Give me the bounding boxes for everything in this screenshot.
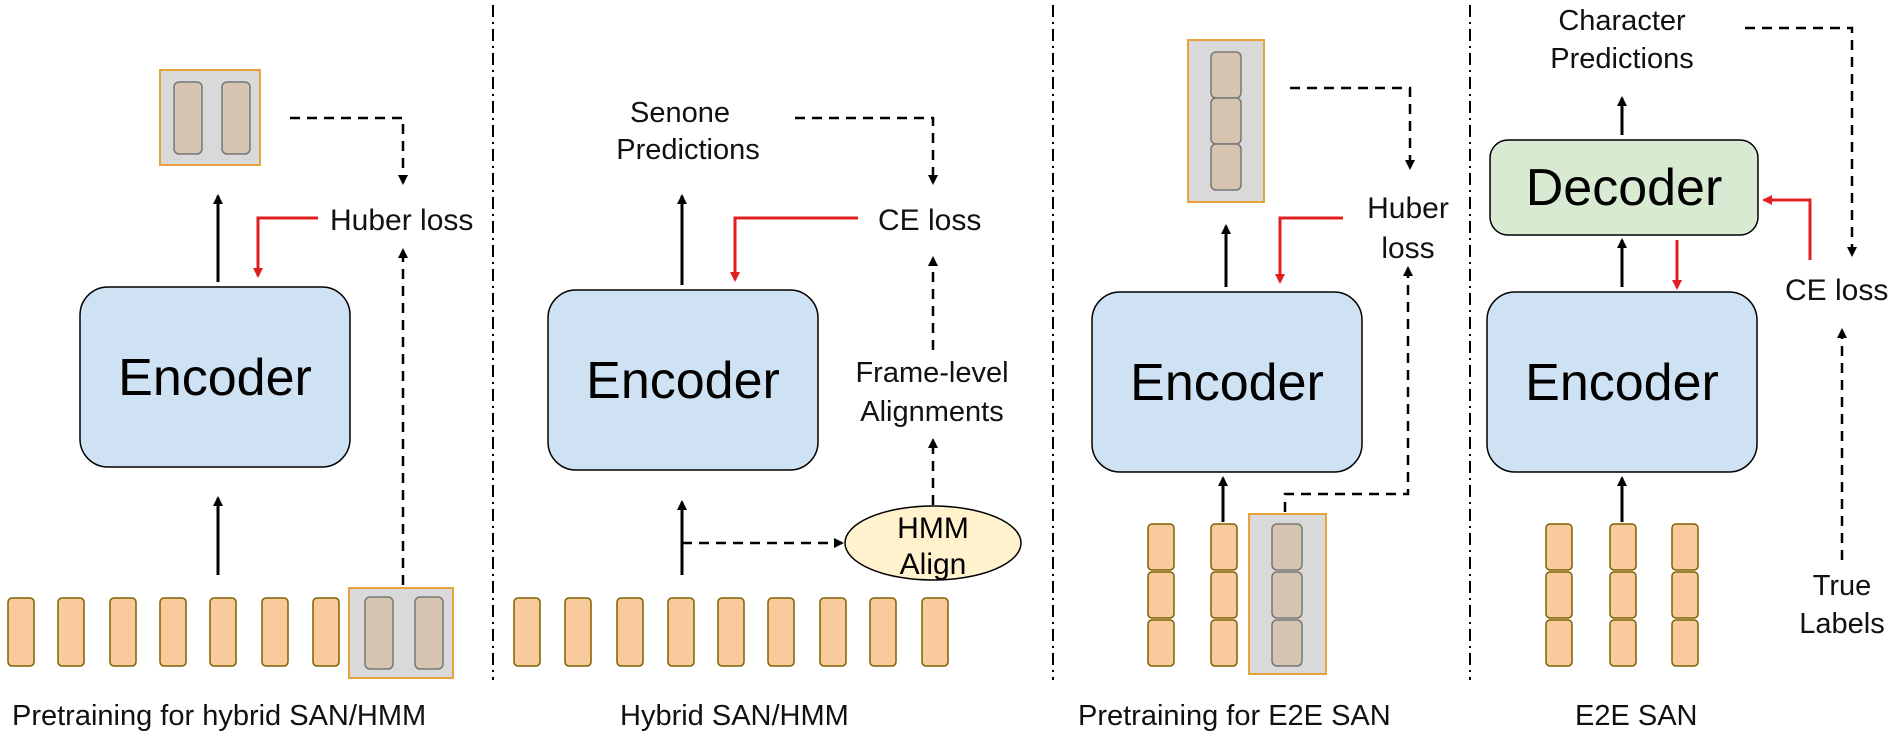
frame: [1147, 523, 1175, 571]
frame: [1147, 619, 1175, 667]
gradient-arrow: [1275, 216, 1343, 284]
masked-input-dashed-arrow: [1283, 266, 1413, 512]
encoder-box: [547, 289, 819, 471]
frame: [1545, 523, 1573, 571]
frame: [109, 597, 137, 667]
frame: [7, 597, 35, 667]
input-frames: [7, 597, 340, 667]
gradient-arrow: [253, 216, 318, 278]
loss-label-line1: Huber: [1367, 192, 1449, 225]
predictions-label-line2: Predictions: [1550, 43, 1693, 75]
frame: [667, 597, 695, 667]
labels-label-line2: Labels: [1799, 608, 1884, 640]
frame: [513, 597, 541, 667]
gradient-arrow: [1762, 195, 1812, 260]
frame: [1210, 571, 1238, 619]
predictions-dashed-arrow: [795, 116, 938, 185]
panel-pretraining-hybrid: Encoder Huber loss Pretraining for hybri…: [7, 69, 473, 732]
panel-separators: [492, 5, 1471, 680]
loss-label: CE loss: [878, 204, 981, 237]
panel-e2e-san: Character Predictions Decoder Encoder CE…: [1486, 5, 1888, 732]
panel-caption: Hybrid SAN/HMM: [620, 700, 849, 732]
encoder-label: Encoder: [586, 352, 780, 410]
frame: [869, 597, 897, 667]
input-frames: [1545, 523, 1699, 667]
input-frames: [513, 597, 949, 667]
frame: [564, 597, 592, 667]
frame: [921, 597, 949, 667]
input-frames: [1147, 523, 1238, 667]
frame: [1609, 571, 1637, 619]
encoder-box: [1486, 291, 1758, 473]
alignments-label-line2: Alignments: [860, 396, 1003, 428]
frame: [1210, 523, 1238, 571]
frame: [1210, 619, 1238, 667]
loss-label: Huber loss: [330, 204, 473, 237]
panel-caption: Pretraining for E2E SAN: [1078, 700, 1391, 732]
encoder-label: Encoder: [1130, 354, 1324, 412]
frame: [616, 597, 644, 667]
frame: [1147, 571, 1175, 619]
masked-input-frames: [348, 587, 454, 679]
encoder-label: Encoder: [1525, 354, 1719, 412]
panel-hybrid-san-hmm: Senone Predictions Encoder CE loss Frame…: [513, 97, 1022, 732]
frame: [1545, 571, 1573, 619]
encoder-box: [1091, 291, 1363, 473]
frame: [1609, 523, 1637, 571]
alignments-label-line1: Frame-level: [855, 357, 1008, 389]
frame: [767, 597, 795, 667]
predictions-label-line2: Predictions: [616, 134, 759, 166]
frame: [1671, 523, 1699, 571]
predictions-dashed-arrow: [1745, 26, 1857, 257]
reconstructed-masked-frames: [159, 69, 261, 166]
reconstructed-masked-frames: [1187, 39, 1265, 203]
frame: [209, 597, 237, 667]
target-dashed-arrow: [1290, 86, 1415, 170]
frame: [1609, 619, 1637, 667]
frame: [819, 597, 847, 667]
frame: [1671, 619, 1699, 667]
frame: [312, 597, 340, 667]
gradient-arrow: [730, 216, 858, 282]
panel-pretraining-e2e: Encoder Huber loss Pretraining for E2E S…: [1078, 39, 1449, 732]
hmm-label-line2: Align: [900, 548, 967, 581]
frame: [57, 597, 85, 667]
loss-label-line2: loss: [1381, 232, 1434, 265]
panel-caption: Pretraining for hybrid SAN/HMM: [12, 700, 426, 732]
hmm-align-node: [844, 505, 1022, 581]
frame: [159, 597, 187, 667]
predictions-label-line1: Senone: [630, 97, 730, 129]
masked-input-frames: [1248, 513, 1327, 675]
encoder-label: Encoder: [118, 349, 312, 407]
hmm-label-line1: HMM: [897, 512, 969, 545]
encoder-box: [79, 286, 351, 468]
labels-label-line1: True: [1813, 570, 1872, 602]
decoder-label: Decoder: [1526, 159, 1723, 217]
frame: [261, 597, 289, 667]
loss-label: CE loss: [1785, 274, 1888, 307]
frame: [1545, 619, 1573, 667]
decoder-box: [1489, 139, 1759, 236]
predictions-label-line1: Character: [1558, 5, 1686, 37]
panel-caption: E2E SAN: [1575, 700, 1698, 732]
target-dashed-arrow: [290, 116, 408, 185]
frame: [717, 597, 745, 667]
frame: [1671, 571, 1699, 619]
